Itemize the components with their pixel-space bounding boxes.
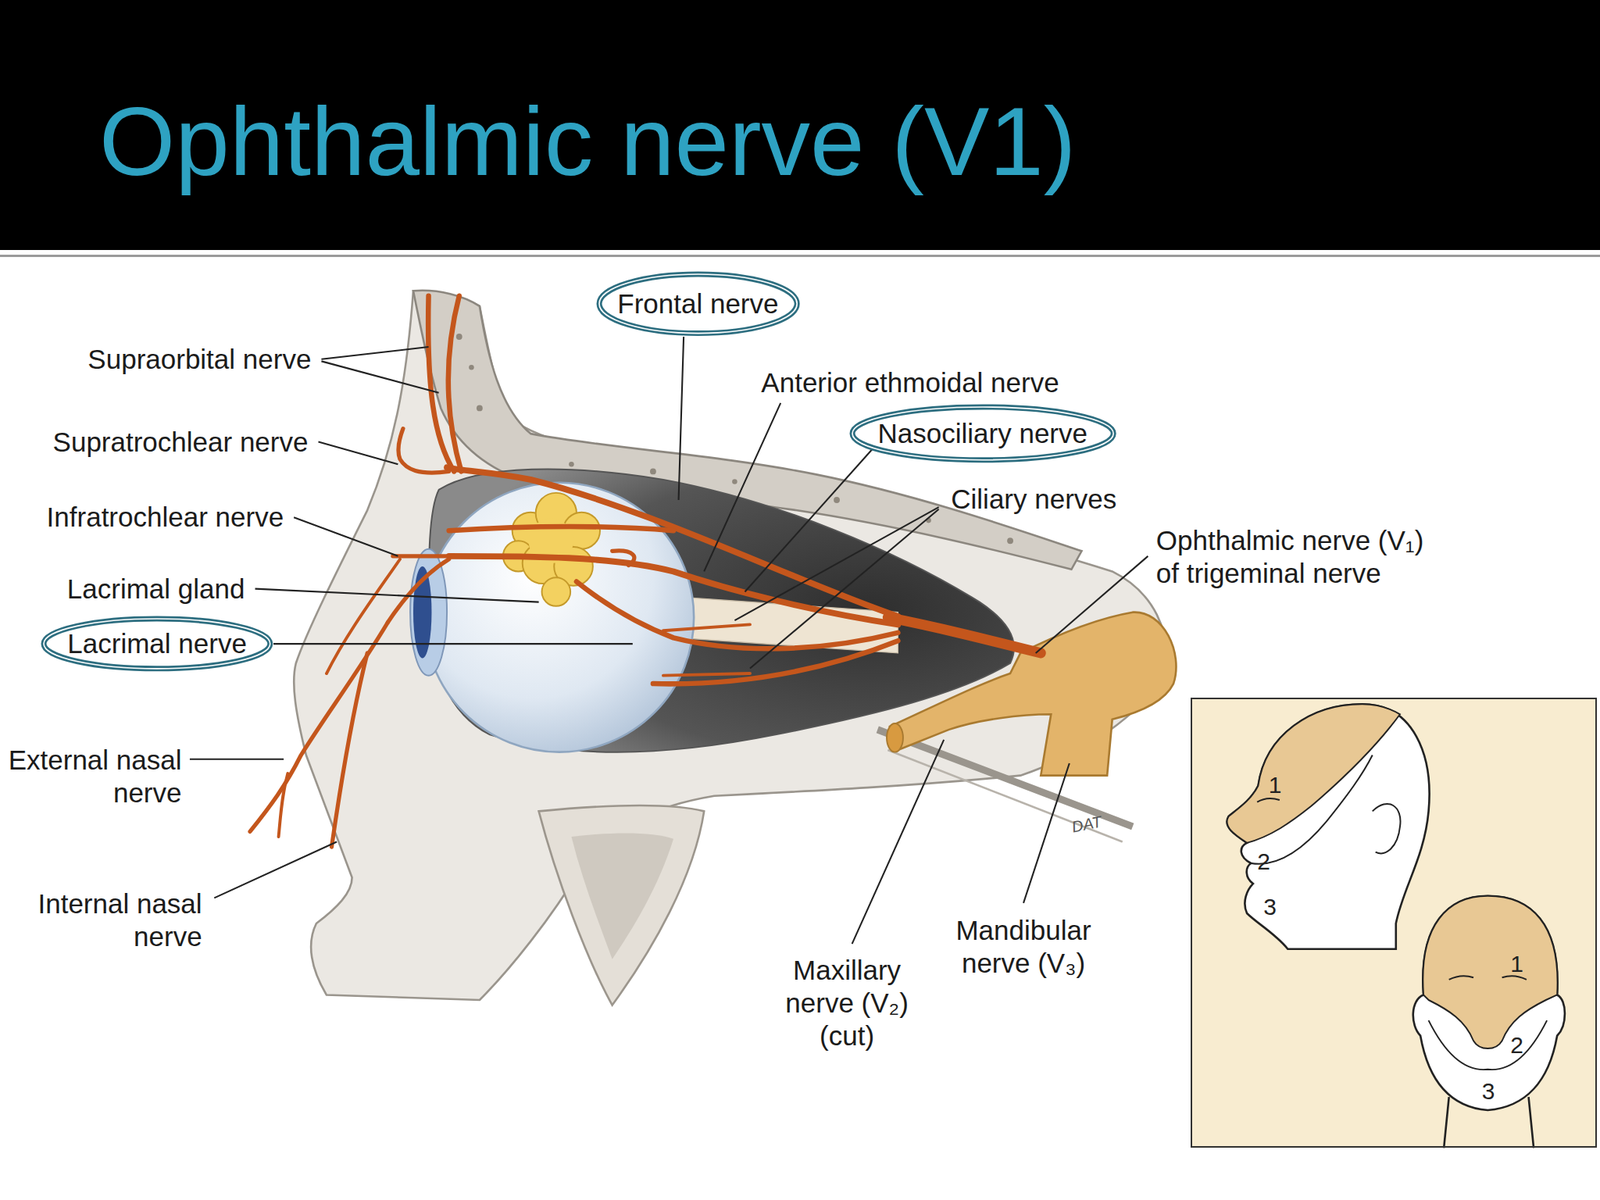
region-number: 1 <box>1510 951 1524 977</box>
leader-lines <box>189 336 1148 944</box>
part-label: Anterior ethmoidal nerve <box>760 366 1059 400</box>
bone-section <box>571 832 674 959</box>
ellipse-outline <box>43 618 271 669</box>
region-number: 2 <box>1510 1032 1524 1058</box>
highlight-ellipse: Lacrimal nerve <box>40 615 274 672</box>
part-label: Ciliary nerves <box>950 482 1117 516</box>
region-number: 2 <box>1257 849 1271 875</box>
part-label: Mandibular nerve (V₃) <box>945 914 1102 980</box>
ellipse-outline <box>852 407 1114 461</box>
nerve-name: Frontal nerve <box>617 288 779 320</box>
part-label: Infratrochlear nerve <box>46 500 284 534</box>
region-number: 3 <box>1482 1078 1496 1104</box>
highlight-ellipse: Frontal nerve <box>596 271 800 337</box>
ellipse-outline <box>599 274 797 334</box>
slide-title: Ophthalmic nerve (V1) <box>99 92 1077 190</box>
ellipse-outline <box>43 618 271 669</box>
zygomatic-bone <box>539 805 705 1006</box>
highlight-ellipse: Nasociliary nerve <box>849 403 1117 464</box>
trigeminal-ganglion <box>889 612 1176 776</box>
cut-nerve-end <box>886 723 904 753</box>
part-label: Lacrimal gland <box>67 572 246 606</box>
eyeball <box>424 482 694 753</box>
part-label: External nasal nerve <box>0 743 182 810</box>
part-label: Internal nasal nerve <box>7 887 203 954</box>
region-number: 1 <box>1268 772 1283 798</box>
header-band <box>0 0 1600 250</box>
part-label: Ophthalmic nerve (V₁) of trigeminal nerv… <box>1156 524 1442 590</box>
header-rule <box>0 250 1600 254</box>
header-rule <box>0 254 1600 258</box>
part-label: Maxillary nerve (V₂) (cut) <box>768 953 925 1053</box>
inset-background <box>1190 697 1597 1148</box>
skull-illustration <box>189 290 1597 1149</box>
ellipse-outline <box>852 407 1114 461</box>
ellipse-outline <box>599 274 797 334</box>
dermatome-profile-head <box>1226 703 1429 949</box>
part-label: Supraorbital nerve <box>87 342 311 376</box>
nerve-name: Nasociliary nerve <box>878 417 1088 450</box>
cornea <box>410 549 447 676</box>
part-label: Supratrochlear nerve <box>53 425 309 459</box>
dermatome-inset: 123123 <box>1190 697 1597 1148</box>
dermatome-front-head <box>1413 896 1565 1149</box>
region-number: 3 <box>1263 894 1277 920</box>
nerve-name: Lacrimal nerve <box>67 628 247 660</box>
